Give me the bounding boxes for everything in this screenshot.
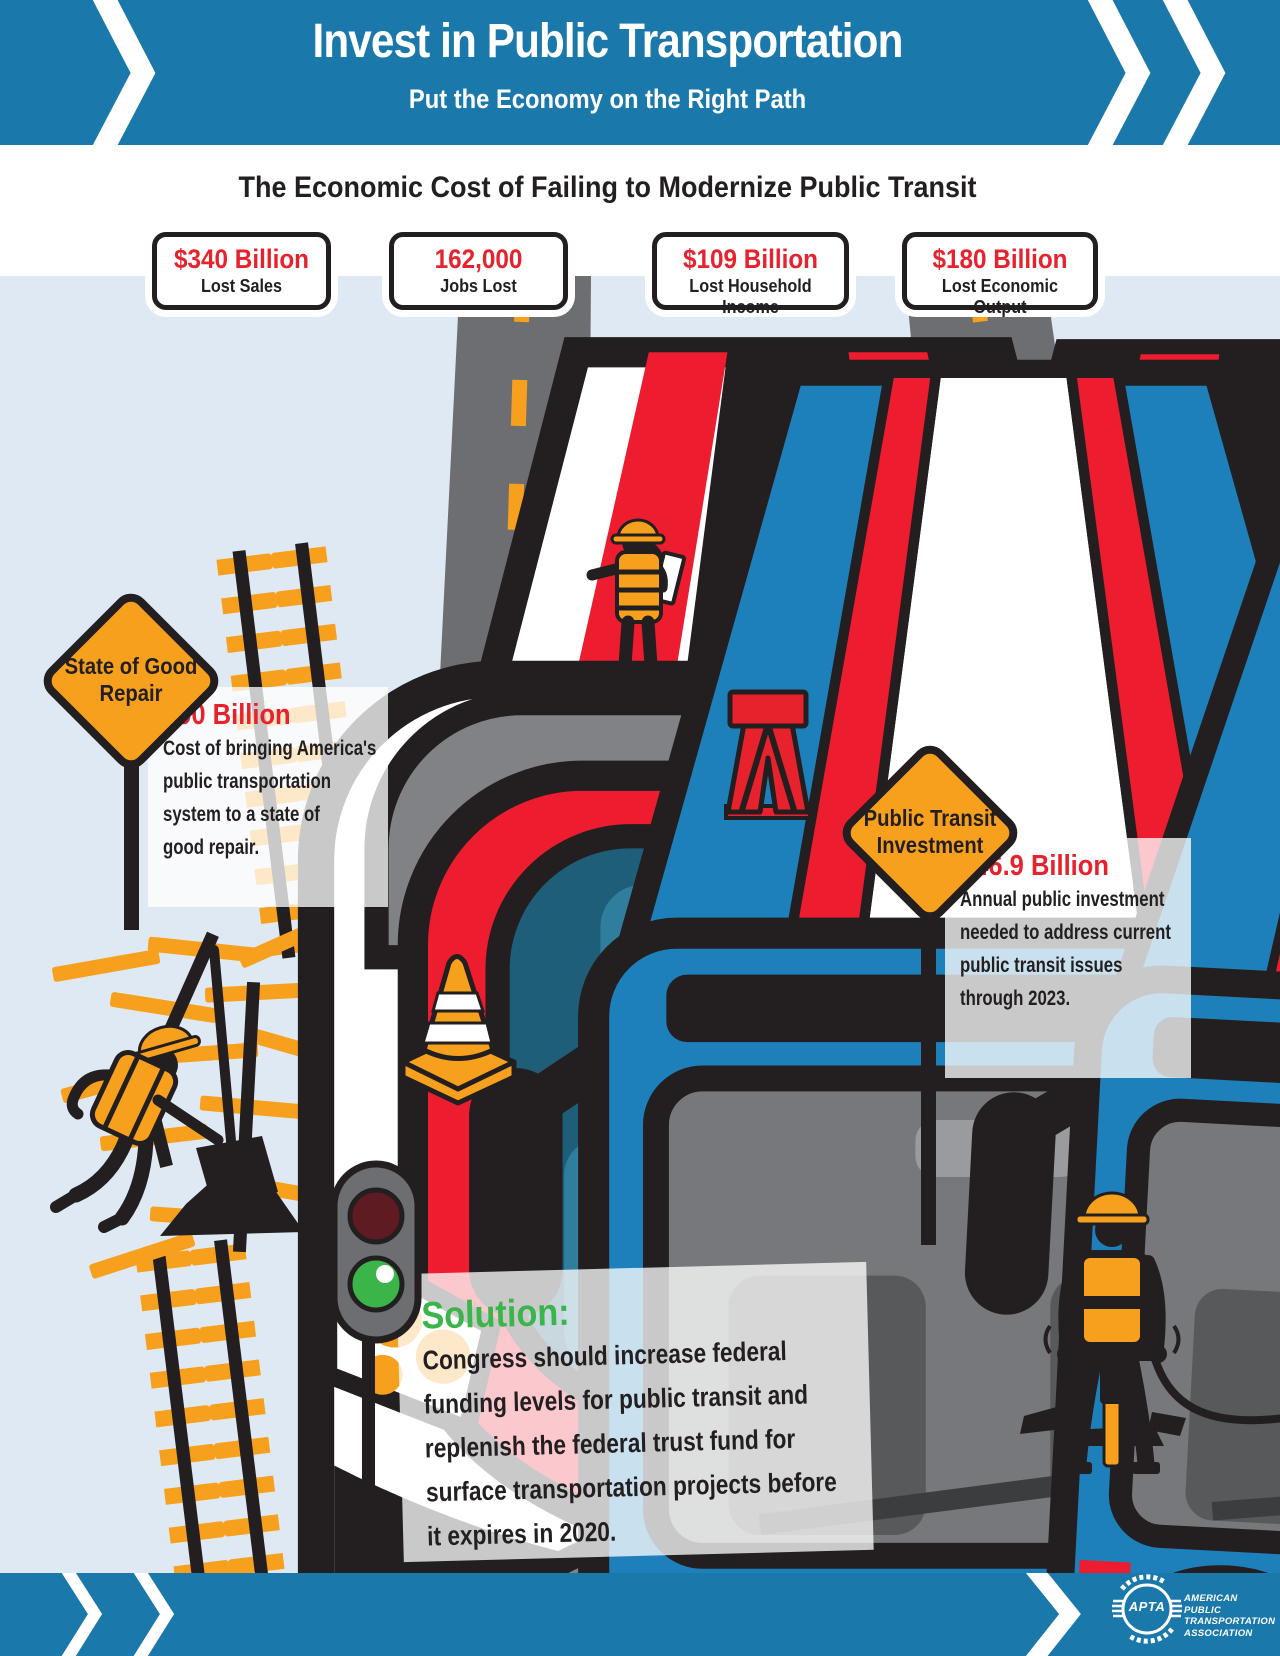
stat-label: Lost Sales	[200, 276, 283, 296]
railroad-track-left-lower	[135, 1239, 285, 1587]
stat-value: $340 Billion	[173, 244, 310, 274]
stat-value: $109 Billion	[682, 244, 819, 274]
sign-label-line: State of Good	[64, 653, 198, 679]
track-equipment-icon	[724, 689, 812, 820]
title-banner: Invest in Public Transportation Put the …	[0, 0, 1280, 145]
worker-jackhammer-icon	[1020, 1191, 1186, 1474]
stat-box-lost-economic-output: $180 Billion Lost Economic Output	[902, 232, 1098, 317]
sign-label-line: Investment	[876, 832, 984, 858]
sign-label-line: Public Transit	[863, 805, 997, 831]
solution-text-line: it expires in 2020.	[426, 1516, 617, 1552]
stat-value: $180 Billion	[932, 244, 1068, 274]
chevron-right-icon	[1087, 0, 1151, 145]
sign-post-left	[124, 730, 139, 930]
banner-chevrons	[92, 0, 1226, 145]
organization-name-line: PUBLIC	[1184, 1604, 1222, 1616]
callout-text-line: through 2023.	[960, 987, 1071, 1010]
traffic-light-icon	[330, 1160, 422, 1558]
chevron-right-icon	[1162, 0, 1226, 145]
footer-graphics	[61, 1573, 1182, 1656]
poster-title: Invest in Public Transportation	[312, 15, 904, 68]
chevron-right-icon	[1025, 1573, 1081, 1656]
stat-label: Lost Household Income	[689, 276, 812, 317]
organization-name-line: ASSOCIATION	[1184, 1627, 1253, 1639]
stat-box-lost-sales: $340 Billion Lost Sales	[152, 232, 331, 310]
traffic-cone-icon	[400, 954, 517, 1106]
callout-public-transit-investment: $46.9 Billion Annual public investment n…	[945, 838, 1191, 1078]
power-cable	[1148, 1347, 1280, 1425]
callout-text-line: Cost of bringing America's	[163, 737, 377, 760]
callout-text-line: public transit issues	[960, 954, 1123, 977]
organization-name-line: TRANSPORTATION	[1184, 1616, 1276, 1627]
solution-callout: Solution: Congress should increase feder…	[396, 1261, 874, 1563]
stat-label: Lost Economic Output	[941, 276, 1059, 317]
poster-subtitle: Put the Economy on the Right Path	[408, 84, 807, 114]
apta-logo-text: APTA	[1128, 1599, 1166, 1614]
section-heading: The Economic Cost of Failing to Moderniz…	[238, 171, 977, 204]
stat-box-lost-household-income: $109 Billion Lost Household Income	[652, 232, 849, 317]
stat-label: Jobs Lost	[440, 276, 517, 296]
worker-digging-icon	[50, 945, 304, 1236]
callout-state-of-good-repair: $90 Billion Cost of bringing America's p…	[148, 687, 388, 907]
organization-name: AMERICAN PUBLIC TRANSPORTATION ASSOCIATI…	[1184, 1593, 1275, 1639]
stat-value: 162,000	[434, 244, 523, 274]
footer-banner: APTA AMERICAN PUBLIC TRANSPORTATION ASSO…	[0, 1573, 1280, 1656]
apta-logo	[1112, 1574, 1182, 1644]
sign-label: State of Good Repair	[52, 653, 210, 707]
worker-flagger-icon	[586, 518, 687, 687]
stat-box-jobs-lost: 162,000 Jobs Lost	[389, 232, 568, 310]
sign-label: Public Transit Investment	[851, 805, 1009, 859]
chevron-right-icon	[133, 1573, 175, 1656]
sign-post-right	[921, 855, 936, 1245]
chevron-right-icon	[61, 1573, 103, 1656]
callout-text-line: good repair.	[163, 836, 260, 859]
chevron-right-icon	[92, 0, 156, 145]
callout-text-line: public transportation	[163, 770, 331, 793]
organization-name-line: AMERICAN	[1184, 1593, 1238, 1604]
sign-label-line: Repair	[99, 680, 163, 706]
callout-text-line: needed to address current	[960, 921, 1171, 944]
callout-text-line: system to a state of	[163, 803, 320, 826]
callout-text-line: Annual public investment	[960, 888, 1165, 911]
